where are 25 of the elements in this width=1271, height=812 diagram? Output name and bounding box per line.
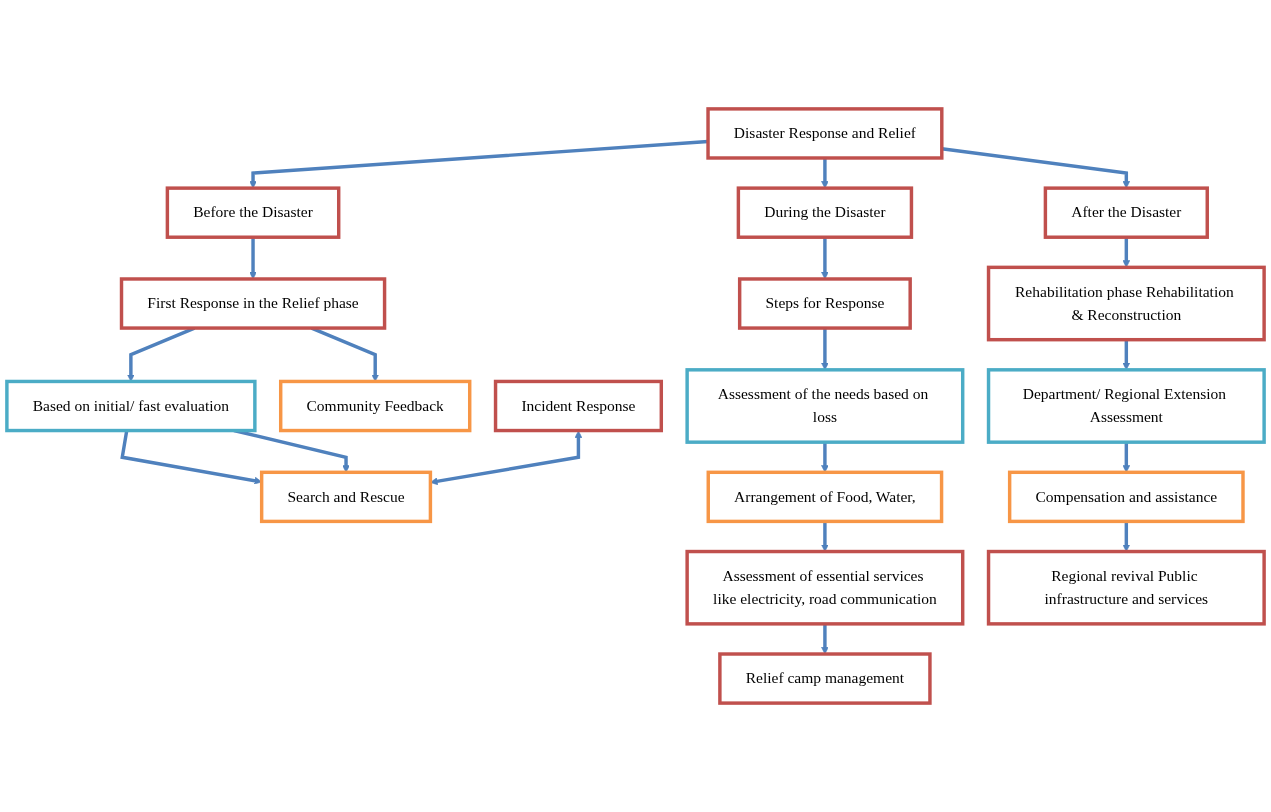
arrow (1122, 442, 1131, 473)
node-box: Assessment of essential services like electricity, road communication (685, 549, 965, 626)
node-box: Compensation and assistance (1007, 470, 1245, 524)
node-box: Based on initial/ fast evaluation (5, 379, 257, 433)
node-box: After the Disaster (1043, 186, 1209, 239)
arrow (821, 521, 829, 552)
node-box: Search and Rescue (259, 470, 433, 524)
node-box: During the Disaster (736, 186, 914, 239)
arrow (821, 623, 829, 655)
arrow (1122, 237, 1131, 268)
node-box: Regional revival Public infrastructure and services (986, 549, 1266, 626)
node-box: First Response in the Relief phase (119, 277, 387, 330)
arrow (1122, 521, 1131, 552)
node-box: Community Feedback (278, 379, 472, 433)
node-box: Rehabilitation phase Rehabilitation & Reconstruction (986, 265, 1266, 342)
node-box: Steps for Response (737, 277, 912, 330)
arrow (821, 158, 829, 189)
node-box: Incident Response (493, 379, 663, 433)
arrow (821, 442, 829, 473)
node-box: Relief camp management (718, 652, 932, 705)
node-box: Assessment of the needs based on loss (685, 368, 965, 444)
node-box: Department/ Regional Extension Assessment (986, 368, 1266, 444)
node-box: Arrangement of Food, Water, (706, 470, 944, 524)
node-box: Disaster Response and Relief (706, 107, 944, 160)
node-box: Before the Disaster (165, 186, 341, 239)
